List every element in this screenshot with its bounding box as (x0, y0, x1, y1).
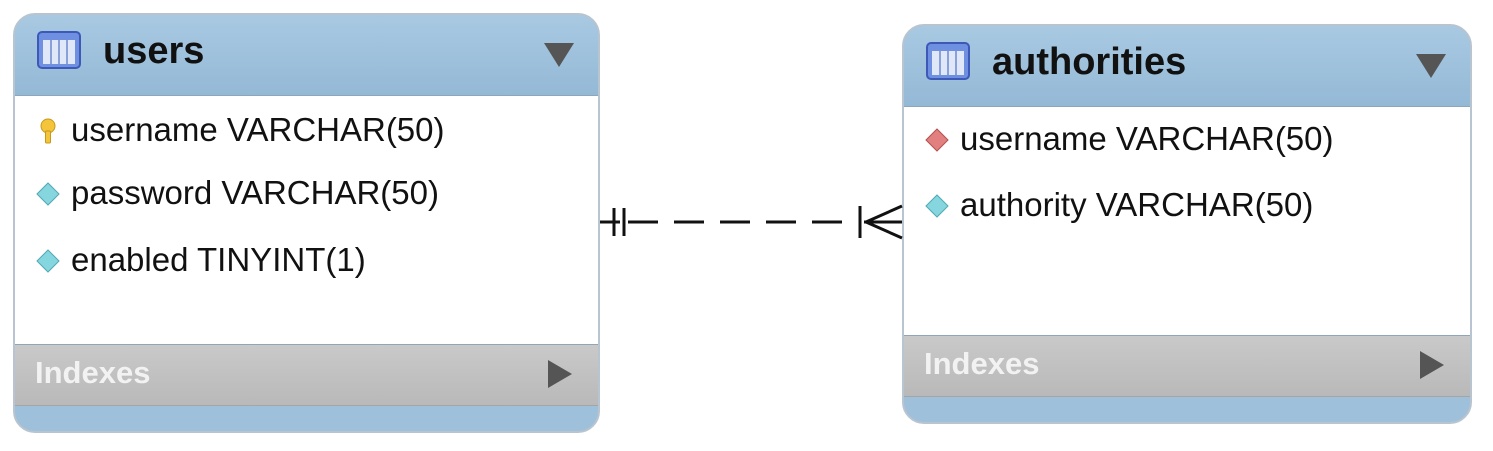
table-users[interactable]: users username VARCHAR(50) password VARC… (13, 13, 600, 433)
foreign-key-diamond-icon (925, 128, 949, 152)
column-name: username VARCHAR(50) (960, 120, 1334, 157)
crows-foot-line (865, 204, 903, 224)
crows-foot-line (865, 220, 903, 240)
table-authorities[interactable]: authorities username VARCHAR(50) authori… (902, 24, 1472, 424)
table-header[interactable]: authorities (904, 26, 1470, 106)
collapse-arrow-icon[interactable] (1416, 54, 1446, 78)
table-icon (926, 42, 970, 80)
expand-arrow-icon[interactable] (548, 360, 572, 388)
expand-arrow-icon[interactable] (1420, 351, 1444, 379)
column-diamond-icon (925, 194, 949, 218)
table-title: authorities (992, 41, 1187, 83)
table-header[interactable]: users (15, 15, 598, 95)
column-name: username VARCHAR(50) (71, 111, 445, 148)
collapse-arrow-icon[interactable] (544, 43, 574, 67)
indexes-label: Indexes (924, 346, 1040, 381)
column-name: authority VARCHAR(50) (960, 186, 1314, 223)
indexes-section[interactable]: Indexes (904, 336, 1470, 397)
primary-key-icon (40, 118, 56, 144)
column-list: username VARCHAR(50) password VARCHAR(50… (15, 95, 598, 345)
column-name: enabled TINYINT(1) (71, 241, 366, 278)
table-icon (37, 31, 81, 69)
indexes-section[interactable]: Indexes (15, 345, 598, 406)
column-diamond-icon (36, 182, 60, 206)
column-name: password VARCHAR(50) (71, 174, 439, 211)
column-list: username VARCHAR(50) authority VARCHAR(5… (904, 106, 1470, 336)
column-diamond-icon (36, 249, 60, 273)
table-title: users (103, 30, 205, 72)
indexes-label: Indexes (35, 355, 151, 390)
